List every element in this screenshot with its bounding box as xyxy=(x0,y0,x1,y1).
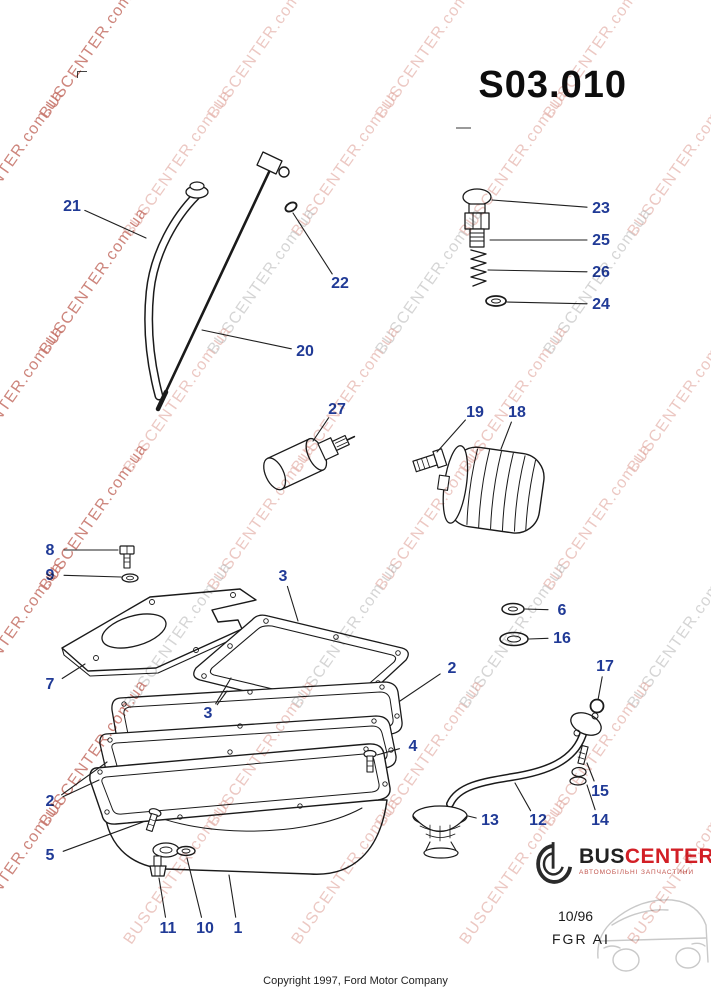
logo-text: BUSCENTER АВТОМОБІЛЬНІ ЗАПЧАСТИНИ xyxy=(579,840,711,876)
leader-line xyxy=(228,874,237,918)
leader-line xyxy=(586,784,596,811)
leader-line xyxy=(286,585,299,622)
baffle-plate-drawing xyxy=(61,588,257,677)
leader-line xyxy=(436,419,466,453)
section-code: S03.010 xyxy=(478,64,627,106)
leader-line xyxy=(158,877,167,918)
callout-14: 14 xyxy=(591,812,609,829)
leader-line xyxy=(376,748,400,756)
solenoid-valve-drawing xyxy=(263,434,356,491)
callout-2: 2 xyxy=(46,793,55,810)
dipstick-drawing xyxy=(155,151,290,412)
ref-code: FGR AI xyxy=(552,931,610,947)
copyright-text: Copyright 1997, Ford Motor Company xyxy=(263,975,448,987)
date-code: 10/96 xyxy=(558,908,594,924)
callout-18: 18 xyxy=(508,404,526,421)
callout-20: 20 xyxy=(296,343,314,360)
bolt-4-drawing xyxy=(363,749,377,773)
callout-3: 3 xyxy=(204,705,213,722)
o-ring-22-drawing xyxy=(284,201,298,213)
callout-2: 2 xyxy=(448,660,457,677)
leader-line xyxy=(63,574,122,578)
car-sketch xyxy=(597,899,709,972)
callout-15: 15 xyxy=(591,783,609,800)
leader-line xyxy=(84,209,147,239)
bolt-5-drawing xyxy=(145,808,162,833)
underline-mark xyxy=(456,127,471,129)
leader-line xyxy=(62,821,144,852)
callout-26: 26 xyxy=(592,264,610,281)
callout-10: 10 xyxy=(196,920,214,937)
dipstick-tube-drawing xyxy=(144,181,209,401)
callout-22: 22 xyxy=(331,275,349,292)
leader-line xyxy=(399,673,441,702)
washer-6-drawing xyxy=(501,602,525,616)
callout-5: 5 xyxy=(46,847,55,864)
leader-line xyxy=(312,417,330,442)
leader-line xyxy=(61,663,86,680)
oil-pan-drawing xyxy=(89,743,391,875)
leader-line xyxy=(506,301,588,305)
washer-16-drawing xyxy=(499,631,529,647)
leader-line xyxy=(62,779,100,798)
logo-center: CENTER xyxy=(624,845,711,868)
callout-19: 19 xyxy=(466,404,484,421)
leader-line xyxy=(500,421,512,450)
leader-line xyxy=(201,329,292,350)
callout-6: 6 xyxy=(558,602,567,619)
pickup-oring-drawing xyxy=(589,698,605,714)
oil-pressure-switch-drawing xyxy=(462,188,507,307)
buscenter-logo: BUSCENTER АВТОМОБІЛЬНІ ЗАПЧАСТИНИ xyxy=(536,840,711,886)
oil-filter-drawing xyxy=(437,445,545,534)
leader-line xyxy=(216,690,228,706)
callout-25: 25 xyxy=(592,232,610,249)
corner-mark xyxy=(77,71,87,78)
leader-line xyxy=(61,761,108,796)
buscenter-logo-icon xyxy=(536,842,573,884)
leader-line xyxy=(528,637,549,640)
logo-title: BUSCENTER xyxy=(579,846,711,867)
callout-7: 7 xyxy=(46,676,55,693)
logo-subtitle: АВТОМОБІЛЬНІ ЗАПЧАСТИНИ xyxy=(579,869,694,876)
callout-12: 12 xyxy=(529,812,547,829)
leader-line xyxy=(597,676,603,701)
drain-plug-drawing xyxy=(149,845,196,877)
logo-bus: BUS xyxy=(579,845,625,868)
leader-line xyxy=(186,857,203,918)
callout-8: 8 xyxy=(46,542,55,559)
callout-11: 11 xyxy=(160,920,177,937)
leader-line xyxy=(491,199,588,208)
leader-lines xyxy=(61,199,603,918)
leader-line xyxy=(514,782,532,812)
callout-16: 16 xyxy=(553,630,571,647)
callout-9: 9 xyxy=(46,567,55,584)
callout-23: 23 xyxy=(592,200,610,217)
callout-24: 24 xyxy=(592,296,610,313)
baffle-bolt-drawing xyxy=(119,545,139,583)
filter-adapter-fitting-drawing xyxy=(412,448,448,473)
callout-13: 13 xyxy=(481,812,499,829)
callout-3: 3 xyxy=(279,568,288,585)
leader-line xyxy=(467,815,477,819)
leader-line xyxy=(292,212,333,275)
pickup-bolt-drawing xyxy=(569,744,589,786)
leader-line xyxy=(487,269,588,273)
leader-line xyxy=(215,677,232,705)
leader-line xyxy=(586,762,595,782)
callout-27: 27 xyxy=(328,401,346,418)
pickup-tube-drawing xyxy=(412,712,602,859)
leader-line xyxy=(524,608,549,611)
callout-4: 4 xyxy=(409,738,418,755)
callout-17: 17 xyxy=(596,658,614,675)
callout-21: 21 xyxy=(63,198,81,215)
callout-1: 1 xyxy=(234,920,243,937)
